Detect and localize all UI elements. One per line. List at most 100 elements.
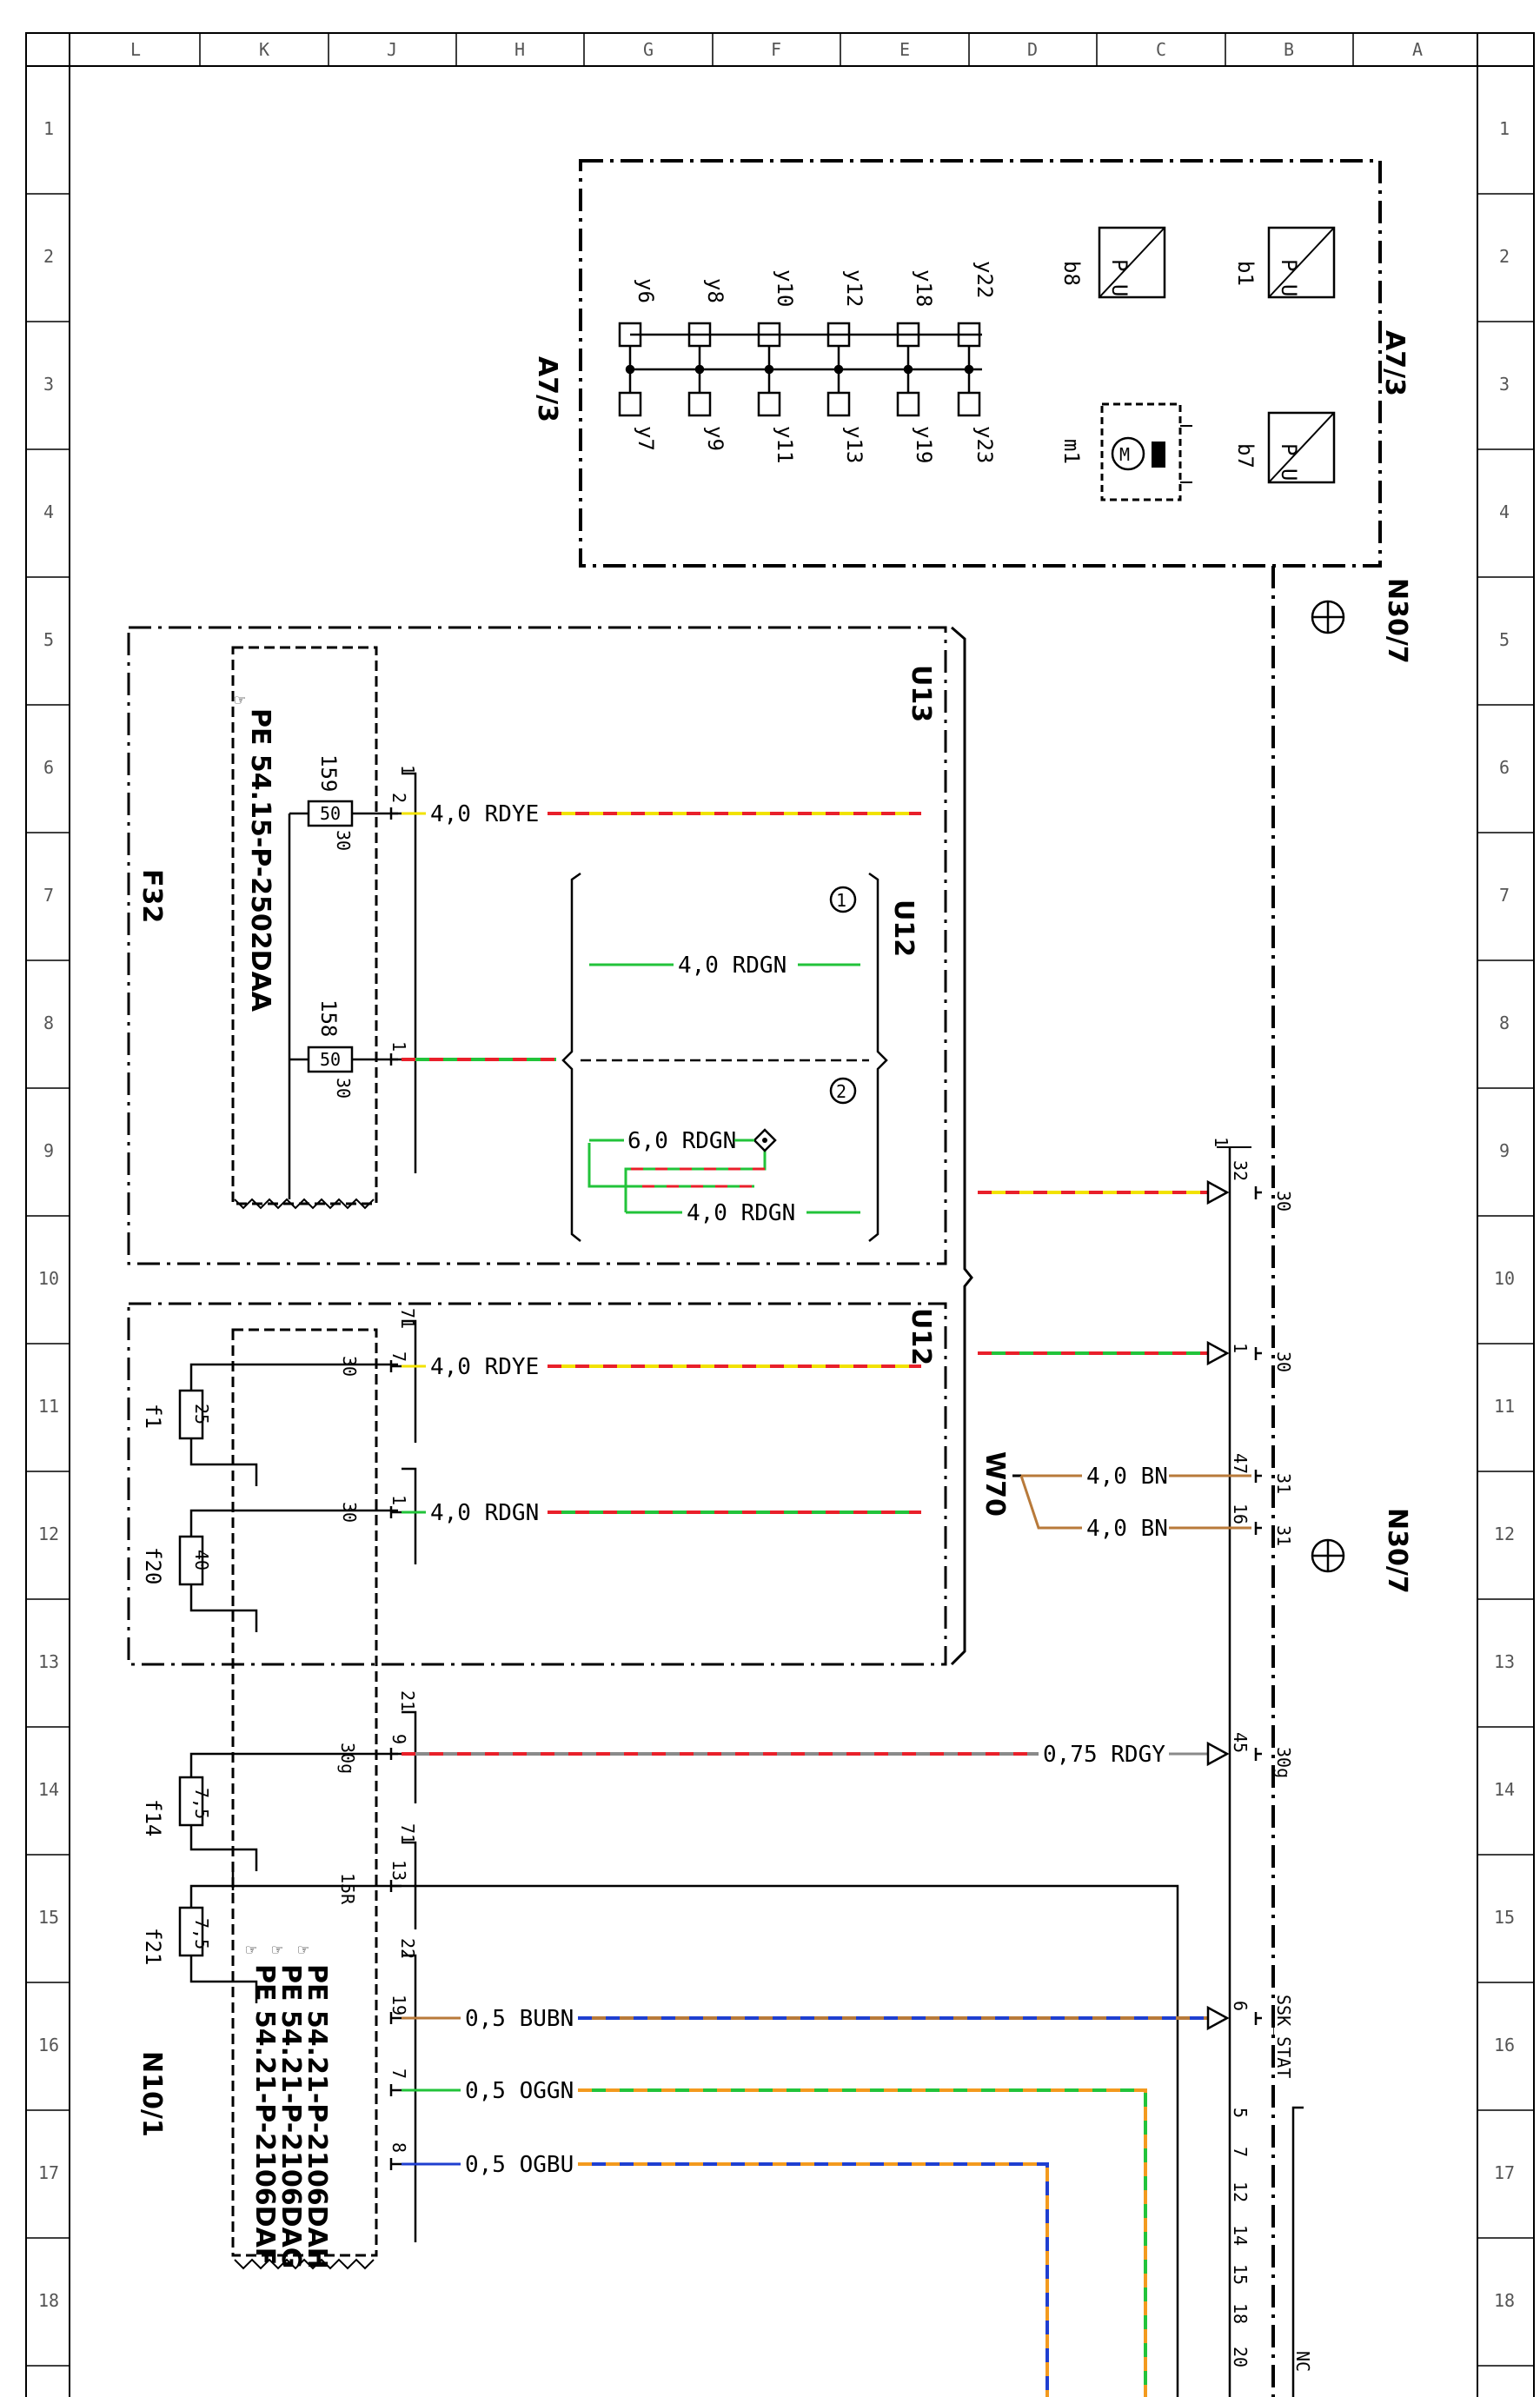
wire-label: 4,0 BN [1086, 1516, 1168, 1542]
a7-3-label-left: A7/3 [532, 356, 562, 422]
grid-col-label: G [643, 39, 654, 60]
svg-text:1: 1 [836, 890, 846, 911]
ground-symbol-icon [1311, 1538, 1345, 1573]
grid-row-label: 10 [1494, 1268, 1515, 1289]
pin-number: 47 [1230, 1453, 1251, 1474]
svg-text:f1: f1 [141, 1404, 165, 1429]
connector-number: 1 [1211, 1137, 1231, 1147]
n10-1-label: N10/1 [136, 2051, 167, 2137]
wire-rdye-n30 [978, 1179, 1230, 1205]
pressure-sensor-icon: P U [1098, 226, 1166, 299]
grid-column-labels: L K J H G F E D C B A [130, 39, 1423, 60]
wire-rdgn-u12b: 4,0 RDGN [626, 1200, 860, 1226]
variant-2-badge: 2 [829, 1077, 857, 1105]
hand-icon: ☞ [298, 1939, 309, 1960]
wire-label: 4,0 RDYE [430, 801, 539, 827]
wire-ogbu: 0,5 OGBU [402, 2152, 1049, 2397]
valve-label: y12 [842, 269, 866, 307]
n10-pe-reference: PE 54.21-P-2106DAF [249, 1964, 280, 2265]
grid-row-label: 11 [1494, 1396, 1515, 1417]
wire-label: 4,0 BN [1086, 1464, 1168, 1490]
nc-label: NC [1292, 2351, 1313, 2372]
terminal-label: 31 [1273, 1473, 1294, 1494]
wire-label: 0,5 BUBN [465, 2006, 574, 2032]
u12-variant-group: U12 1 2 [561, 872, 919, 1242]
grid-row-label: 1 [1499, 118, 1510, 139]
hand-icon: ☞ [246, 1939, 256, 1960]
grid-row-label: 10 [38, 1268, 59, 1289]
arrow-icon [1206, 2005, 1230, 2031]
hand-icon: ☞ [235, 689, 245, 710]
grid-col-label: J [387, 39, 397, 60]
grid-row-label: 2 [43, 246, 54, 267]
valve-label: y10 [773, 269, 797, 307]
arrow-icon [1206, 1741, 1230, 1767]
w70-label: W70 [979, 1451, 1010, 1517]
pin-number: 14 [1230, 2225, 1251, 2246]
terminal-label: 31 [1273, 1525, 1294, 1546]
motor-label: m1 [1059, 439, 1084, 464]
fuse-f21: 7,5 f21 [141, 1884, 233, 1983]
grid-row-label: 7 [43, 885, 54, 906]
pin-number: 7 [1230, 2147, 1251, 2157]
wire-bubn: 0,5 BUBN [402, 2005, 1230, 2032]
wire-rdye-top: 4,0 RDYE [402, 801, 921, 827]
valve-label: y22 [972, 261, 997, 298]
grid-row-label: 18 [1494, 2290, 1515, 2311]
grid-row-label: 14 [1494, 1779, 1515, 1800]
grid-col-label: L [130, 39, 141, 60]
f32-label: F32 [136, 869, 167, 923]
wire-label: 0,5 OGGN [465, 2078, 574, 2104]
pin-number: 20 [1230, 2347, 1251, 2367]
grid-row-label: 11 [38, 1396, 59, 1417]
grid-row-label: 13 [1494, 1651, 1515, 1672]
sensor-label: b7 [1233, 443, 1258, 468]
u12-outer-label: U12 [906, 1308, 936, 1365]
grid-row-label: 16 [1494, 2035, 1515, 2055]
grid-row-label: 9 [43, 1140, 54, 1161]
grid-row-label: 18 [38, 2290, 59, 2311]
connector-number: 71 [397, 1308, 418, 1329]
grid-row-label: 8 [43, 1013, 54, 1033]
splice-diamond-icon [753, 1128, 777, 1152]
fuse-terminal: 30 [333, 1078, 354, 1099]
grid-row-label: 6 [43, 757, 54, 778]
u12-inner-label: U12 [888, 900, 919, 957]
connector-number: 1 [397, 765, 418, 775]
terminal-label: 30 [1273, 1191, 1294, 1212]
u13-label: U13 [906, 665, 936, 722]
wire-label: 0,5 OGBU [465, 2152, 574, 2178]
w70-ground-splice: W70 4,0 BN 4,0 BN [979, 1451, 1251, 1542]
wire-rdgn-n30 [978, 1340, 1230, 1366]
pin-number: 16 [1230, 1504, 1251, 1524]
fuse-number: 159 [316, 754, 341, 792]
grid-row-label: 3 [43, 374, 54, 395]
variant-1-badge: 1 [829, 886, 857, 913]
grid-row-label: 15 [38, 1907, 59, 1928]
grid-row-label: 1 [43, 118, 54, 139]
grid-row-label: 5 [1499, 629, 1510, 650]
wire-rdgn-u12a: 4,0 RDGN [589, 953, 860, 979]
svg-text:25: 25 [191, 1404, 212, 1424]
grid-row-label: 3 [1499, 374, 1510, 395]
terminal-label: 30g [337, 1743, 358, 1774]
valve-label: y9 [703, 426, 727, 451]
sensor-label: b8 [1059, 261, 1084, 286]
grid-col-label: A [1412, 39, 1423, 60]
pin-number: 32 [1230, 1160, 1251, 1181]
valve-label: y23 [972, 426, 997, 463]
pin-number: 1 [388, 1041, 409, 1052]
solenoid-valve-bank [618, 322, 982, 417]
wire-label: 0,75 RDGY [1043, 1742, 1165, 1768]
fuse-rating: 50 [320, 803, 341, 824]
fuse-number: 158 [316, 999, 341, 1037]
wire-label: 4,0 RDGN [678, 953, 787, 979]
u13-f32-group: U13 F32 PE 54.15-P-2502DAA ☞ 50 159 30 5… [127, 626, 973, 1666]
wire-rdgn-6: 6,0 RDGN [589, 1128, 754, 1154]
svg-text:f20: f20 [141, 1547, 165, 1584]
svg-text:7,5: 7,5 [191, 1788, 212, 1819]
terminal-label: 15R [337, 1873, 358, 1905]
hand-icon: ☞ [272, 1939, 282, 1960]
grid-row-label: 8 [1499, 1013, 1510, 1033]
